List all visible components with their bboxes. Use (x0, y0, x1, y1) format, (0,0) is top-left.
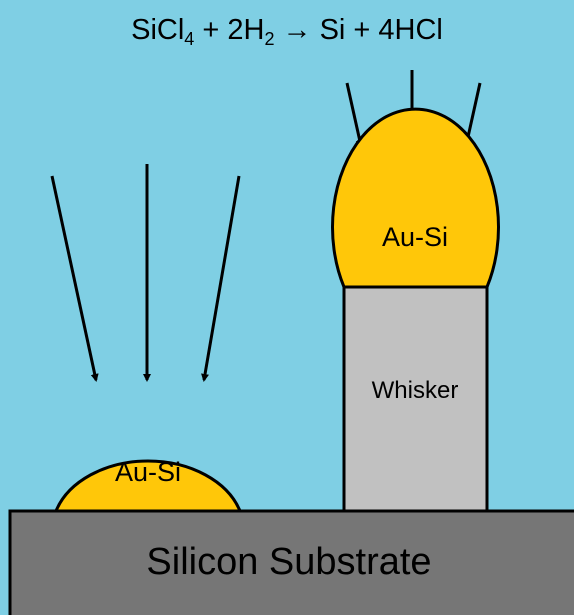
au-si-droplet-left (53, 459, 243, 513)
plus-sign: + (194, 14, 228, 46)
subscript-2: 2 (264, 29, 275, 49)
vapor-arrow-right-1 (345, 82, 364, 148)
subscript-4: 4 (184, 29, 195, 49)
au-si-droplet-right (331, 107, 500, 289)
vapor-arrow-left-3 (201, 175, 241, 382)
reaction-arrow: → (274, 14, 320, 46)
reaction-products: Si + 4HCl (319, 14, 443, 46)
silicon-substrate (8, 509, 574, 615)
reactant-h2: 2H (227, 14, 265, 46)
reactant-sicl: SiCl (131, 14, 185, 46)
whisker-label: Whisker (372, 377, 459, 404)
vapor-arrow-left-1 (50, 175, 99, 382)
whisker-column (342, 285, 489, 514)
droplet-left-label: Au-Si (115, 457, 181, 487)
droplet-right-label: Au-Si (382, 222, 448, 252)
reaction-equation: SiCl4 + 2H2 → Si + 4HCl (0, 10, 574, 50)
substrate-label: Silicon Substrate (146, 541, 431, 583)
